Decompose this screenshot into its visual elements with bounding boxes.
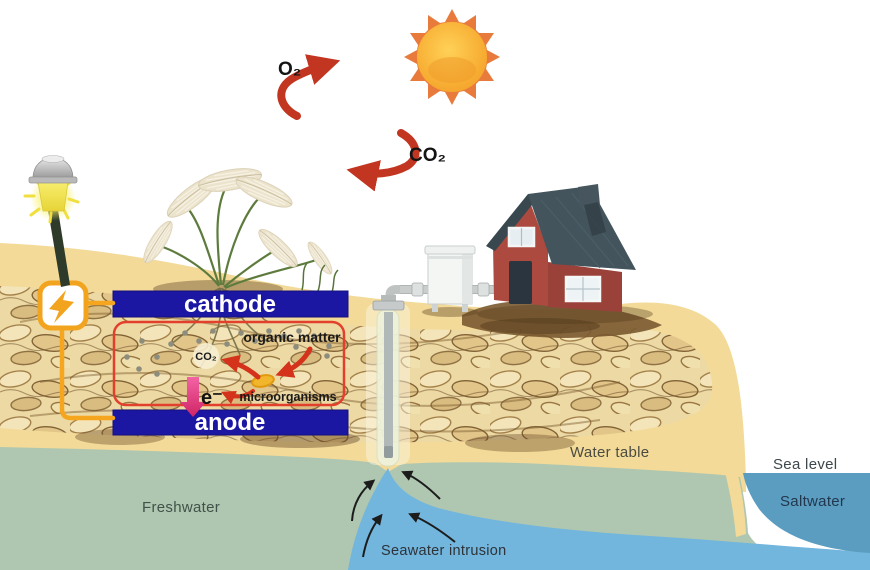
pipe-elbow <box>385 285 400 304</box>
co2-bubble <box>193 343 219 369</box>
gas-exchange-arrows <box>277 54 420 192</box>
intrusion-arrows <box>351 470 456 558</box>
water-table-label: Water table <box>570 444 649 461</box>
anode-label: anode <box>195 409 266 436</box>
lamp-light <box>37 181 69 212</box>
anode-bar <box>112 409 349 436</box>
lamp-pole <box>48 210 70 287</box>
microorganisms-label: microorganisms <box>239 390 336 404</box>
reaction-zone-outline <box>112 320 346 407</box>
electron-label: e⁻ <box>201 387 223 409</box>
o2-label: O₂ <box>278 59 301 80</box>
soil-rock-texture <box>0 286 713 443</box>
sea-level-label: Sea level <box>773 456 837 473</box>
cathode-label: cathode <box>184 291 276 318</box>
wire-to-anode <box>59 325 116 421</box>
house <box>477 184 653 324</box>
cathode-bar <box>112 290 349 318</box>
well-inner-pipe <box>384 312 393 448</box>
aquifer-layers <box>0 447 870 570</box>
circuit <box>37 280 116 421</box>
co2-sky-label: CO₂ <box>409 145 446 166</box>
saltwater-label: Saltwater <box>780 493 845 510</box>
grass-sprigs <box>301 262 339 293</box>
chimney <box>578 184 600 208</box>
seawater-intrusion-wedge <box>348 468 870 570</box>
co2-arrow <box>346 129 420 192</box>
soil-particle-dots <box>124 328 332 377</box>
organic-matter-label: organic matter <box>243 329 341 345</box>
door <box>509 261 532 304</box>
coastal-sand-edge <box>725 470 746 537</box>
saltwater-sea <box>743 473 870 553</box>
electron-arrow <box>180 377 206 417</box>
solar-lamp <box>23 155 80 287</box>
lightning-bolt-icon <box>49 290 74 323</box>
o2-arrow <box>277 54 341 120</box>
well-cap <box>372 300 405 311</box>
seawater-intrusion-label: Seawater intrusion <box>381 543 507 559</box>
sun-icon <box>404 9 500 105</box>
freshwater-label: Freshwater <box>142 499 220 516</box>
side-window <box>564 275 602 303</box>
co2-soil-label: CO₂ <box>195 351 217 363</box>
water-tank <box>424 245 476 312</box>
front-window <box>507 226 536 248</box>
soil-fuel-cell <box>112 290 349 436</box>
reaction-cycle-arrows <box>220 346 313 405</box>
